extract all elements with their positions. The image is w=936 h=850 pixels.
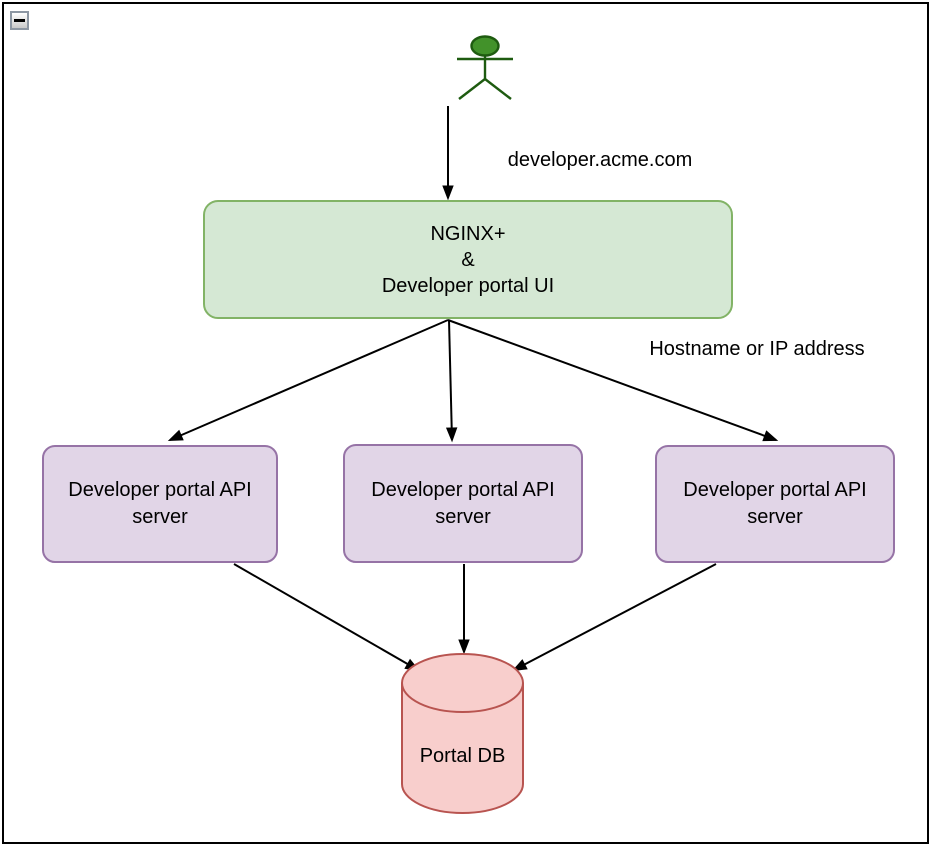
node-nginx-portal-ui[interactable]: NGINX+ & Developer portal UI (203, 200, 733, 319)
user-actor[interactable] (457, 35, 513, 100)
edge-nginx-to-api1[interactable] (167, 319, 449, 441)
edge-nginx-to-api2[interactable] (445, 319, 458, 443)
node-portal-db[interactable] (401, 653, 524, 814)
actor-right-leg (484, 78, 512, 100)
node-api-server-3[interactable]: Developer portal API server (655, 445, 895, 563)
edge-api1-to-db[interactable] (233, 563, 421, 672)
edge-label-hostname-or-ip: Hostname or IP address (649, 338, 865, 360)
db-cylinder-top-rim (401, 682, 524, 713)
minus-icon (14, 18, 25, 23)
edge-label-developer-acme-com: developer.acme.com (507, 149, 693, 171)
actor-left-leg (458, 78, 486, 100)
collapse-button[interactable] (10, 11, 29, 30)
db-cylinder-body (401, 653, 524, 814)
edge-nginx-to-api3[interactable] (447, 319, 779, 442)
edge-api3-to-db[interactable] (511, 563, 717, 672)
node-api-server-2[interactable]: Developer portal API server (343, 444, 583, 563)
actor-head (470, 35, 500, 57)
node-api-server-1[interactable]: Developer portal API server (42, 445, 278, 563)
